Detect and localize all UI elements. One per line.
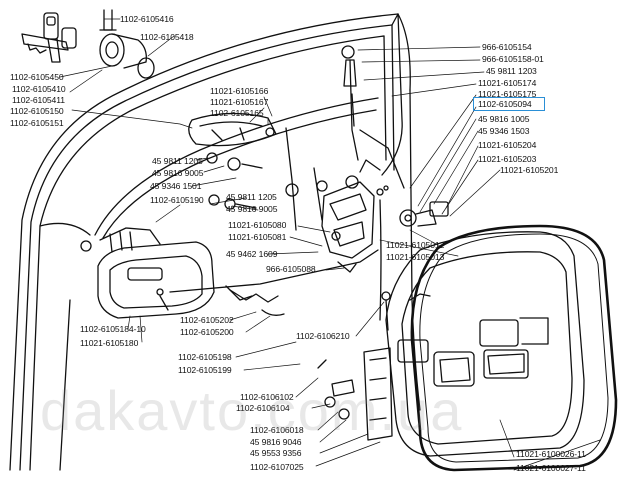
part-label: 45 9816 9005 [226, 204, 278, 214]
part-label: 1102-6106018 [250, 425, 304, 435]
linkage-rods [169, 45, 405, 301]
part-label: 966-6105158-01 [482, 54, 544, 64]
part-label: 1102-6105410 [12, 84, 66, 94]
part-label: 1102-6106102 [240, 392, 294, 402]
part-label: 11021-6100027-11 [516, 463, 586, 473]
selected-part-label[interactable]: 1102-6105094 [478, 99, 532, 109]
watermark: dakavto.com.ua [40, 379, 464, 442]
part-label: 45 9811 1205 [152, 156, 203, 166]
part-label: 966-6105154 [482, 42, 532, 52]
part-label: 45 9816 1005 [478, 114, 530, 124]
outer-door-handle [188, 112, 277, 147]
part-label: 11021-6105080 [228, 220, 287, 230]
part-label: 1102-6105411 [12, 95, 65, 105]
part-label: 11021-6105180 [80, 338, 139, 348]
part-label: 1102-6105418 [140, 32, 194, 42]
part-label: 1102-6105200 [180, 327, 234, 337]
weather-seal [410, 224, 618, 472]
part-label: 11021-6100026-11 [516, 449, 586, 459]
inner-handle-housing [80, 227, 215, 319]
part-label: 1102-6105184-10 [80, 324, 146, 334]
part-label: 1102-6105150 [10, 106, 64, 116]
part-label: 1102-6106210 [296, 331, 350, 341]
selected-part-highlight[interactable] [473, 97, 545, 111]
door-hinge-bottom [317, 347, 393, 441]
lock-mechanism [321, 159, 381, 273]
part-label: 11021-6105166 [210, 86, 269, 96]
part-label: 11021-6105013 [386, 252, 445, 262]
part-label: 1102-6105202 [180, 315, 234, 325]
part-label: 11021-6105081 [228, 232, 287, 242]
part-label: 11021-6105012 [386, 240, 445, 250]
part-label: 11021-6105174 [478, 78, 537, 88]
part-label: 45 9346 1501 [150, 181, 202, 191]
part-label: 45 9811 1205 [226, 192, 277, 202]
door-frame-outline [9, 13, 421, 471]
part-label: 1102-6105151 [10, 118, 64, 128]
part-label: 45 9346 1503 [478, 126, 530, 136]
part-label: 45 9816 9046 [250, 437, 302, 447]
part-label: 1102-6105450 [10, 72, 64, 82]
part-label: 11021-6105203 [478, 154, 537, 164]
part-label: 45 9816 9005 [152, 168, 204, 178]
part-label: 1102-6105165 [210, 108, 264, 118]
leader-lines [59, 18, 601, 471]
part-label: 11021-6105201 [500, 165, 559, 175]
part-label: 1102-6105198 [178, 352, 232, 362]
part-label: 966-6105088 [266, 264, 316, 274]
part-label: 45 9553 9356 [250, 448, 302, 458]
door-trim-panel [385, 231, 585, 457]
part-label: 11021-6105204 [478, 140, 537, 150]
key-and-cylinder [21, 9, 155, 79]
striker-latch [376, 185, 449, 227]
part-label: 45 9462 1609 [226, 249, 278, 259]
part-label: 11021-6105175 [478, 89, 537, 99]
part-label: 1102-6106104 [236, 403, 290, 413]
part-label: 45 9811 1203 [486, 66, 537, 76]
door-opening-curves [94, 97, 382, 321]
part-label: 1102-6105190 [150, 195, 204, 205]
part-label: 1102-6105416 [120, 14, 174, 24]
part-label: 11021-6105167 [210, 97, 269, 107]
part-label: 1102-6105199 [178, 365, 232, 375]
part-label: 1102-6107025 [250, 462, 304, 472]
